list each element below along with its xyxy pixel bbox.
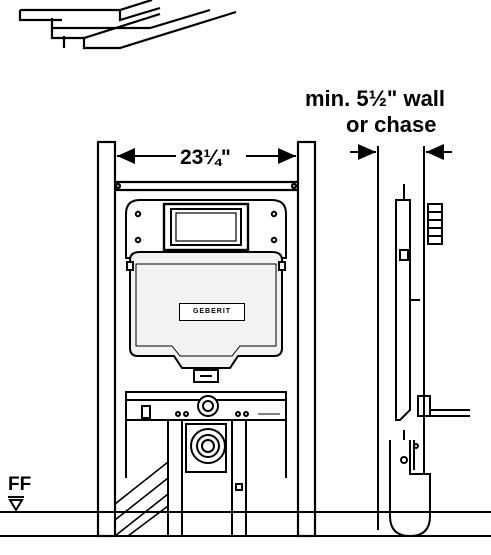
drain-assembly: [114, 419, 287, 537]
finished-floor: [0, 496, 491, 537]
rail-fragment: [18, 0, 237, 50]
chase-label: or chase: [346, 112, 437, 137]
side-view: [350, 144, 470, 538]
min-wall-label: min. 5½" wall: [305, 86, 446, 111]
brand-plate: GEBERIT: [179, 303, 245, 321]
finished-floor-label: FF: [8, 474, 32, 495]
front-frame: [96, 140, 317, 538]
mounting-bracket: [125, 391, 287, 421]
cistern-tank: [125, 199, 287, 383]
carrier-width-label: 23¼": [180, 146, 231, 169]
